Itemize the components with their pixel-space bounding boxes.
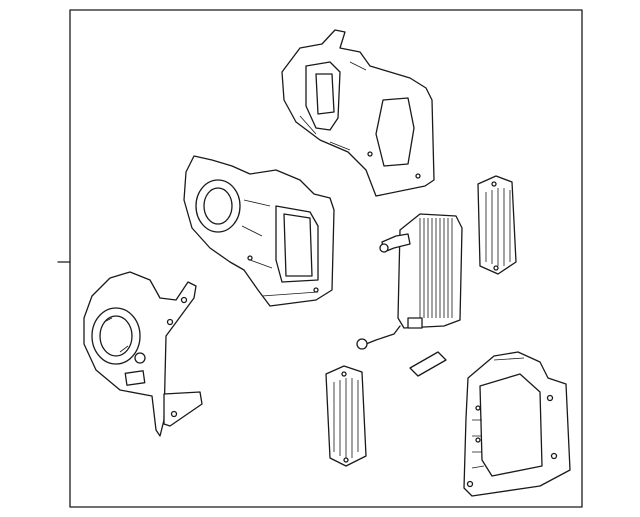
evaporator-core <box>356 213 463 350</box>
seal-right <box>477 175 517 275</box>
seal-left <box>325 365 367 467</box>
small-seal <box>409 351 447 377</box>
upper-case-half <box>281 29 435 197</box>
middle-case-half <box>183 155 335 307</box>
blower-motor-housing <box>83 271 203 437</box>
lower-case-half <box>463 351 571 497</box>
diagram-frame <box>69 9 583 508</box>
